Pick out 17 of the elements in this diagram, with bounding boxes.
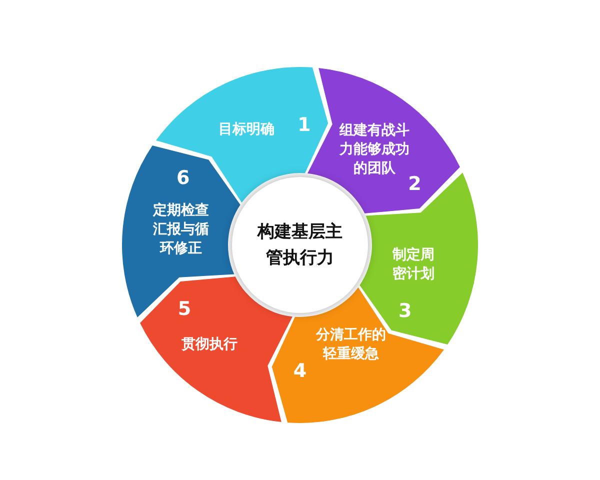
arrow-segment xyxy=(140,276,293,423)
step-number: 6 xyxy=(176,166,190,188)
segment-label: 贯彻执行 xyxy=(180,336,239,355)
center-label: 构建基层主管执行力 xyxy=(256,221,344,270)
step-number: 3 xyxy=(398,300,412,322)
step-number: 2 xyxy=(408,172,422,195)
segment-label: 定期检查汇报与循环修正 xyxy=(152,202,210,259)
step-number: 4 xyxy=(293,360,307,382)
arrow-segment xyxy=(155,67,329,203)
segment-label: 目标明确 xyxy=(217,120,276,140)
segment-label: 制定周密计划 xyxy=(391,246,436,284)
step-number: 5 xyxy=(178,298,192,320)
arrow-segment xyxy=(271,287,445,423)
arrow-segment xyxy=(122,145,241,318)
step-number: 1 xyxy=(298,114,311,136)
segment-label: 分清工作的轻重缓急 xyxy=(314,326,387,364)
segment-label: 组建有战斗力能够成功的团队 xyxy=(338,121,410,178)
